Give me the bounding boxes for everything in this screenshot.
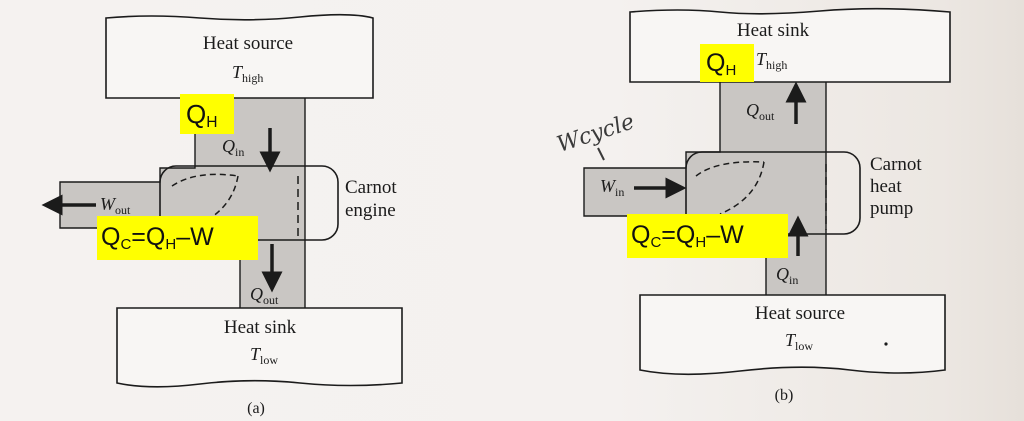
engine-q-out-label: Qout [250, 284, 279, 307]
engine-source-title: Heat source [203, 33, 293, 54]
engine-sink-temp: Tlow [250, 344, 278, 367]
heatpump-dashed-curve [695, 161, 765, 177]
heatpump-equation-highlight: QC=QH–W [627, 214, 788, 258]
heatpump-source-temp: Tlow [785, 330, 813, 353]
heatpump-handwriting: Wcycle [554, 109, 638, 157]
heatpump-sink-title: Heat sink [737, 20, 810, 41]
heatpump-qh-highlight: QH [700, 44, 754, 82]
engine-device-label-1: Carnot [345, 177, 397, 198]
engine-device-label-2: engine [345, 200, 396, 221]
engine-q-in-label: Qin [222, 136, 244, 159]
heatpump-handwriting-stroke [597, 147, 605, 161]
engine-w-out-label: Wout [100, 194, 131, 217]
engine-source-box [105, 13, 374, 99]
engine-sink-title: Heat sink [224, 317, 297, 338]
engine-source-temp: Thigh [232, 62, 263, 85]
heatpump-sink-temp: Thigh [756, 49, 787, 72]
heatpump-source-box [639, 294, 946, 376]
heatpump-stray-dot [884, 342, 888, 346]
engine-caption: (a) [247, 400, 265, 417]
heatpump-device-label-2: heat [870, 176, 902, 197]
heatpump-q-out-label: Qout [746, 100, 775, 123]
engine-dashed-curve [171, 173, 239, 187]
heatpump-caption: (b) [775, 387, 794, 404]
heatpump-source-title: Heat source [755, 303, 845, 324]
heatpump-device-label-3: pump [870, 198, 913, 219]
engine-sink-box [116, 307, 403, 388]
heatpump-w-in-label: Win [600, 176, 624, 199]
engine-qh-highlight: QH [180, 94, 234, 134]
heatpump-device-label-1: Carnot [870, 154, 922, 175]
heatpump-q-in-label: Qin [776, 264, 798, 287]
engine-equation-highlight: QC=QH–W [97, 216, 258, 260]
heatpump-dashed-curve-2 [719, 161, 765, 215]
